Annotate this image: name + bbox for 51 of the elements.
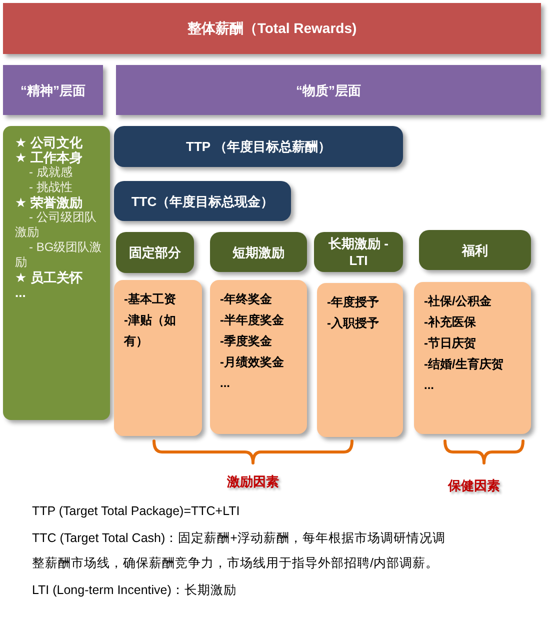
list-item: - 挑战性: [28, 180, 72, 195]
list-item: -结婚/生育庆贺: [424, 356, 504, 373]
list-item: -入职授予: [327, 315, 379, 332]
summary-bar: [114, 181, 291, 221]
list-item: ★ 公司文化: [15, 135, 82, 150]
item-card: [210, 280, 307, 434]
list-item: - 公司级团队激励: [15, 210, 98, 240]
category-header: [314, 232, 403, 272]
factor-label: 激励因素: [227, 473, 279, 491]
list-item: -补充医保: [424, 314, 476, 331]
header-title: 福利: [462, 242, 488, 258]
list-item: ...: [220, 375, 230, 392]
header-title: 短期激励: [232, 244, 284, 260]
item-card: [317, 283, 403, 437]
banner-title: 整体薪酬（Total Rewards): [187, 20, 357, 37]
factor-label: 保健因素: [448, 477, 500, 495]
note-text: TTC (Target Total Cash)：固定薪酬+浮动薪酬，每年根据市场调研情况调整薪酬市场线，确保薪酬竞争力，市场线用于指导外部招聘/内部调薪。: [32, 530, 446, 572]
banner: [3, 3, 541, 54]
list-item: ...: [424, 377, 434, 394]
summary-bar: [114, 126, 403, 167]
item-card: [414, 282, 531, 434]
list-item: -节日庆贺: [424, 335, 476, 352]
layer-header: [3, 65, 103, 115]
bar-title: TTC（年度目标总现金）: [131, 192, 274, 210]
list-item: -社保/公积金: [424, 293, 492, 310]
list-item: ...: [15, 285, 26, 300]
list-item: -年终奖金: [220, 291, 272, 308]
category-header: [419, 230, 531, 270]
layer-title: “物质”层面: [296, 82, 361, 98]
list-item: - 成就感: [28, 165, 72, 180]
header-title: 长期激励 - LTI: [328, 235, 390, 269]
layer-header: [116, 65, 541, 115]
list-item: ★ 员工关怀: [15, 270, 82, 285]
note-text: LTI (Long-term Incentive)：长期激励: [32, 582, 236, 599]
header-title: 固定部分: [129, 244, 181, 261]
list-item: - BG级团队激励: [15, 240, 103, 270]
category-header: [116, 232, 194, 273]
list-item: -半年度奖金: [220, 312, 284, 329]
category-panel: [3, 126, 110, 420]
note-text: TTP (Target Total Package)=TTC+LTI: [32, 503, 240, 520]
layer-title: “精神”层面: [20, 82, 86, 98]
list-item: -月绩效奖金: [220, 354, 284, 371]
list-item: -季度奖金: [220, 333, 272, 350]
list-item: ★ 荣誉激励: [15, 195, 82, 210]
list-item: ★ 工作本身: [15, 150, 82, 165]
list-item: -年度授予: [327, 294, 379, 311]
list-item: -津贴（如有）: [124, 312, 177, 350]
category-header: [210, 232, 307, 272]
item-card: [114, 280, 202, 436]
list-item: -基本工资: [124, 291, 176, 308]
bar-title: TTP （年度目标总薪酬）: [186, 138, 331, 155]
